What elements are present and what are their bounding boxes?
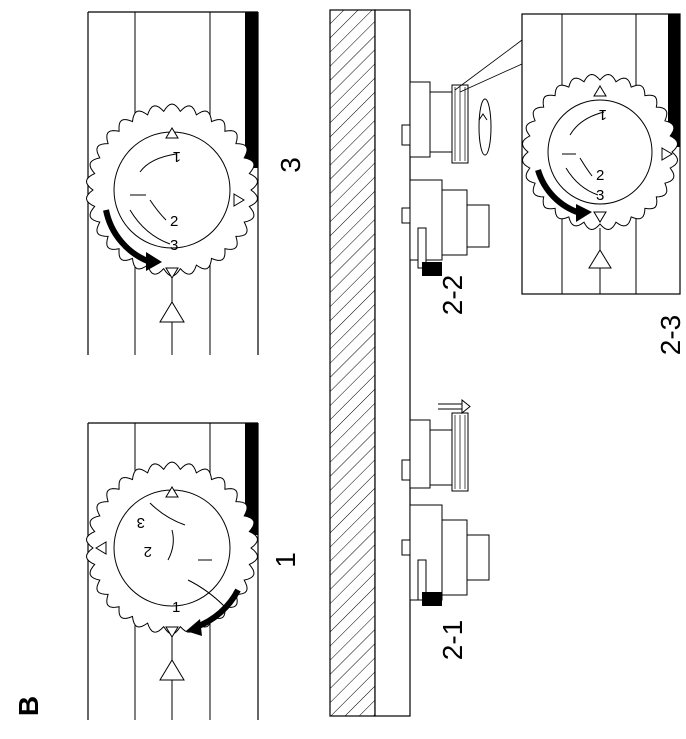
dial-number-3: 3 <box>137 514 145 531</box>
dial-number-2: 2 <box>144 543 152 560</box>
panel-label-2-2: 2-2 <box>437 275 468 315</box>
mechanism-2-1 <box>401 398 490 606</box>
hatched-rail <box>329 9 376 717</box>
panel-3: 1 2 3 3 <box>85 11 306 355</box>
dial-number-3: 3 <box>596 187 604 204</box>
rail-assembly: 2-1 2-2 <box>329 9 523 717</box>
dial-inner-circle <box>113 131 231 249</box>
panel-label-3: 3 <box>275 157 306 173</box>
dial-number-3: 3 <box>170 237 178 254</box>
dial-number-1: 1 <box>599 106 607 123</box>
figure-letter: B <box>13 696 44 716</box>
dial-inner-circle <box>547 99 653 205</box>
mechanism-2-2 <box>401 39 523 276</box>
dial-number-2: 2 <box>596 167 604 184</box>
panel-label-1: 1 <box>270 552 301 568</box>
panel-label-2-3: 2-3 <box>655 315 686 355</box>
dial-number-1: 1 <box>172 599 180 616</box>
dial-number-2: 2 <box>170 213 178 230</box>
dial-number-1: 1 <box>173 148 181 165</box>
panel-label-2-1: 2-1 <box>437 620 468 660</box>
panel-2-3: 1 2 3 2-3 <box>521 13 686 355</box>
panel-1: 3 2 1 1 <box>85 422 301 720</box>
